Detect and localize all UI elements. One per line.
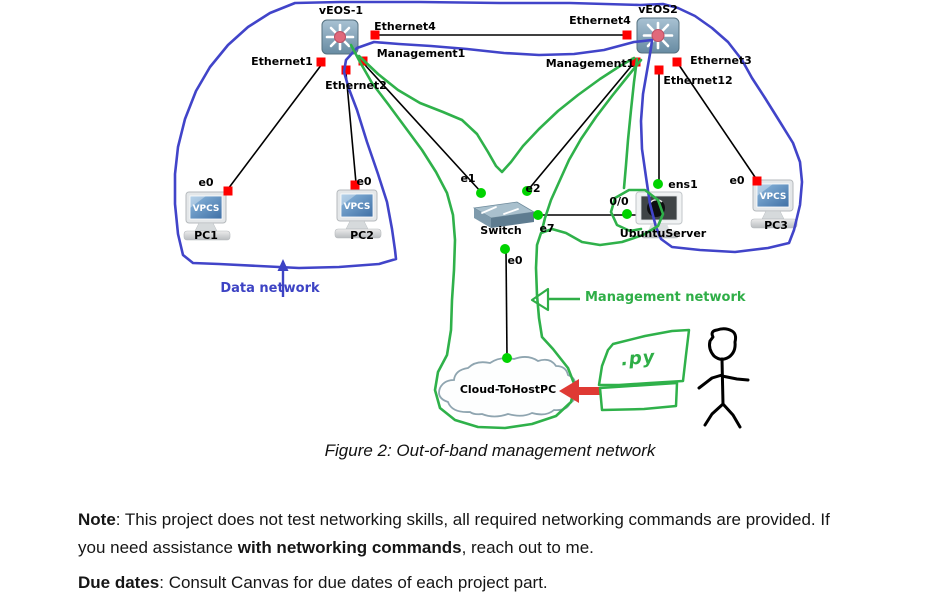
due-dates-text: : Consult Canvas for due dates of each p… [159, 573, 548, 592]
veos2-eth12-port-label: Ethernet12 [663, 74, 733, 87]
veos1-mgmt1-port-label: Management1 [376, 47, 466, 60]
svg-text:VPCS: VPCS [193, 204, 220, 214]
port-down-marker-veos2-eth3 [672, 57, 682, 67]
link-veos2-pc3 [678, 64, 758, 181]
note-text-line2-pre: you need assistance [78, 538, 238, 557]
pc2-e0-port-label: e0 [356, 175, 372, 188]
data-network-label: Data network [220, 281, 320, 296]
veos1-label: vEOS-1 [318, 4, 364, 17]
pc2-label: PC2 [350, 229, 374, 242]
data-network-outline [173, 0, 804, 270]
veos2-label: vEOS2 [638, 3, 678, 16]
port-down-marker-veos1-eth2 [341, 65, 351, 75]
server-ens1-port-label: ens1 [668, 178, 698, 191]
figure-caption: Figure 2: Out-of-band management network [324, 441, 656, 460]
pc2-vpcs-icon: VPCS [334, 189, 382, 239]
veos1-eth1-port-label: Ethernet1 [251, 55, 313, 68]
data-network-arrow [277, 259, 289, 297]
pc3-e0-port-label: e0 [729, 174, 745, 187]
port-up-marker-switch-e7 [533, 210, 543, 220]
switch-e7-port-label: e7 [539, 222, 555, 235]
diagram-canvas: VPCS VPCS VPCS [173, 0, 804, 430]
management-network-outline-inner [357, 54, 636, 174]
svg-text:VPCS: VPCS [344, 202, 371, 212]
port-down-marker-veos1-eth1 [316, 57, 326, 67]
note-paragraph-line2: you need assistance with networking comm… [78, 538, 938, 558]
veos2-router-icon [636, 17, 680, 54]
management-network-arrow [530, 287, 580, 312]
switch-e2-port-label: e2 [525, 182, 541, 195]
py-doodle-text: .py [620, 346, 657, 371]
switch-icon [472, 201, 536, 228]
server-0-0-port-label: 0/0 [609, 195, 629, 208]
link-veos1-pc1 [227, 63, 323, 190]
switch-e0-port-label: e0 [507, 254, 523, 267]
veos1-router-icon [321, 19, 359, 55]
cloud-label: Cloud-ToHostPC [459, 383, 557, 396]
pc3-vpcs-icon: VPCS [750, 179, 798, 229]
port-up-marker-switch-e1 [476, 188, 486, 198]
link-veos1-pc2 [345, 72, 357, 184]
red-arrow [559, 379, 601, 403]
port-down-marker-pc2-e0 [350, 180, 360, 190]
pc3-label: PC3 [764, 219, 788, 232]
svg-text:VPCS: VPCS [760, 192, 787, 202]
link-veos2-switch [527, 63, 634, 191]
port-up-marker-switch-e2 [522, 186, 532, 196]
veos2-mgmt1-port-label: Management1 [545, 57, 635, 70]
link-switch-cloud [505, 249, 508, 358]
note-text-line2-bold: with networking commands [237, 538, 462, 557]
port-down-marker-pc3-e0 [752, 176, 762, 186]
py-file-doodle [597, 328, 691, 412]
figure-2-network-diagram: VPCS VPCS VPCS [173, 0, 804, 430]
pc1-e0-port-label: e0 [198, 176, 214, 189]
management-network-label: Management network [585, 290, 746, 305]
port-up-marker-cloud [502, 353, 512, 363]
veos1-eth2-port-label: Ethernet2 [325, 79, 387, 92]
pc1-label: PC1 [194, 229, 218, 242]
server-label: UbuntuServer [619, 227, 707, 240]
note-text-line1: : This project does not test networking … [115, 510, 830, 529]
port-up-marker-switch-e0 [500, 244, 510, 254]
cloud-icon [438, 356, 578, 418]
note-label: Note [78, 510, 116, 529]
port-down-marker-pc1-e0 [223, 186, 233, 196]
note-paragraph-line1: Note: This project does not test network… [78, 510, 938, 530]
link-veos1-switch [364, 64, 482, 193]
note-text-line2-post: , reach out to me. [461, 538, 594, 557]
veos2-eth4-port-label: Ethernet4 [569, 14, 631, 27]
management-network-outline-riser [622, 57, 639, 190]
port-down-marker-veos2-eth12 [654, 65, 664, 75]
port-down-marker-veos2-eth4 [622, 30, 632, 40]
port-down-marker-veos1-eth4 [370, 30, 380, 40]
veos2-eth3-port-label: Ethernet3 [690, 54, 752, 67]
port-up-marker-server-0-0 [622, 209, 632, 219]
stick-figure-doodle [697, 327, 750, 429]
management-network-outline-main [349, 43, 665, 430]
veos1-eth4-port-label: Ethernet4 [374, 20, 436, 33]
switch-e1-port-label: e1 [460, 172, 476, 185]
pc1-vpcs-icon: VPCS [183, 191, 231, 241]
port-up-marker-server-ens1 [653, 179, 663, 189]
management-network-outline-right [540, 58, 643, 232]
due-dates-label: Due dates [78, 573, 160, 592]
due-dates-paragraph: Due dates: Consult Canvas for due dates … [78, 573, 938, 593]
switch-label: Switch [480, 224, 522, 237]
